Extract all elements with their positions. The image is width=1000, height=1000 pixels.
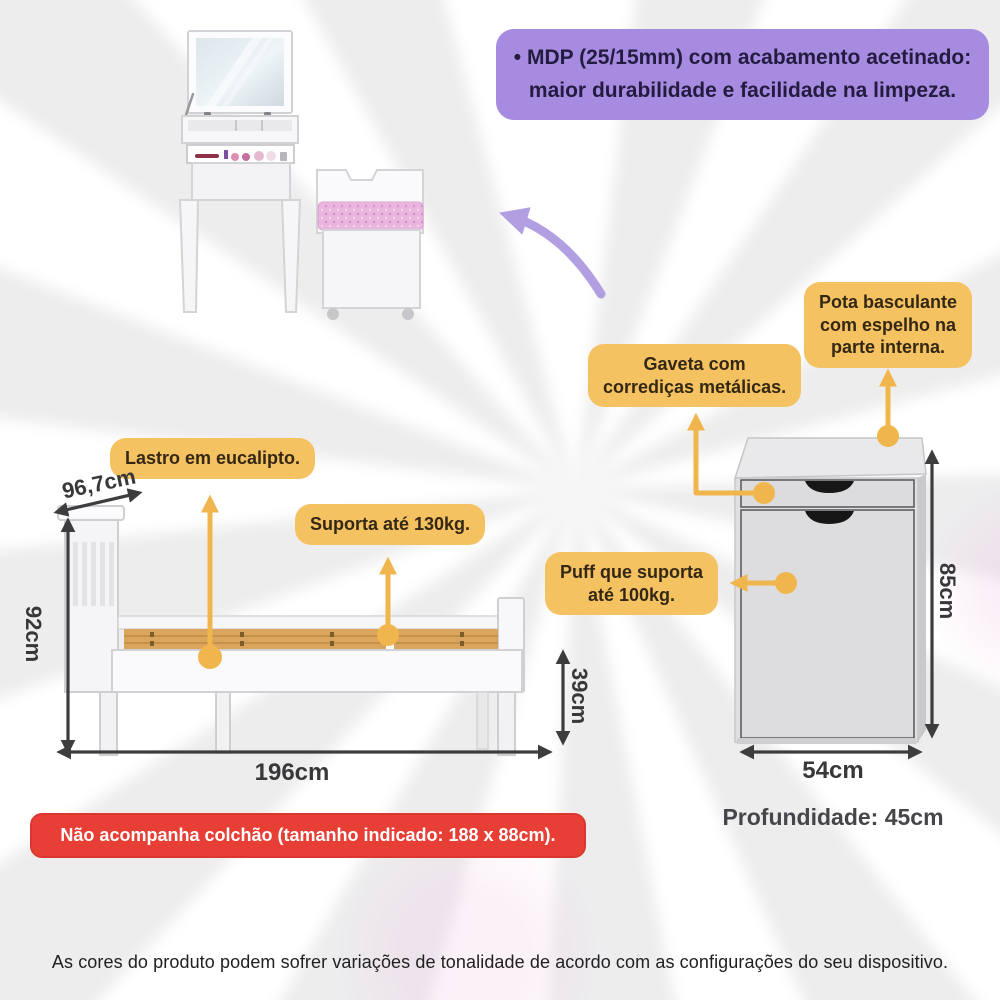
callout-flip-top: Pota basculante com espelho na parte int…	[804, 282, 973, 368]
material-banner-line1: • MDP (25/15mm) com acabamento acetinado…	[513, 45, 972, 69]
callout-slats: Lastro em eucalipto.	[110, 438, 316, 479]
bed	[57, 505, 525, 756]
mattress-notice: Não acompanha colchão (tamanho indicado:…	[30, 813, 586, 858]
color-disclaimer: As cores do produto podem sofrer variaçõ…	[51, 952, 949, 972]
bed-height-label: 92cm	[21, 605, 46, 663]
dresser-width-label: 54cm	[802, 757, 864, 784]
bed-illustration	[40, 470, 580, 770]
drawer-handle-notch	[805, 481, 854, 493]
callout-drawer: Gaveta com corrediças metálicas.	[588, 344, 802, 407]
dresser-height-label: 85cm	[935, 562, 960, 620]
dresser-door	[740, 509, 915, 739]
headboard-slats	[73, 542, 114, 606]
material-banner-line2: maior durabilidade e facilidade na limpe…	[528, 78, 957, 102]
callout-puff-weight: Puff que suporta até 100kg.	[545, 552, 718, 615]
door-handle-notch	[805, 511, 854, 524]
puff-illustration	[316, 169, 424, 320]
leg-height-label: 39cm	[567, 667, 592, 725]
callout-bed-weight: Suporta até 130kg.	[295, 504, 486, 545]
dresser-depth-label: Profundidade: 45cm	[722, 804, 944, 830]
vanity-and-puff-illustration	[140, 28, 460, 324]
makeup-items	[195, 150, 287, 161]
material-banner: • MDP (25/15mm) com acabamento acetinado…	[496, 29, 989, 120]
dresser	[733, 437, 927, 744]
vanity-table	[178, 30, 302, 313]
dresser-illustration	[700, 425, 980, 765]
bed-length-label: 196cm	[254, 759, 330, 786]
eucalyptus-slats	[124, 629, 498, 650]
